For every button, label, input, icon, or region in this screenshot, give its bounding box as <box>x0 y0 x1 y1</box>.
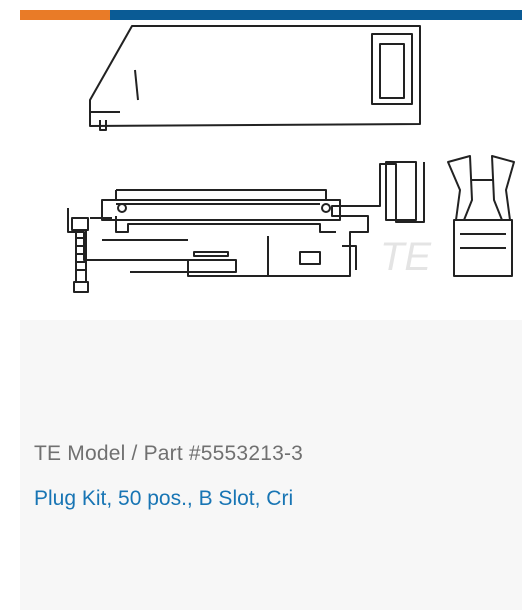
image-watermark: TE <box>380 235 432 279</box>
model-prefix: TE Model / Part # <box>34 442 201 465</box>
product-line-drawing: TE <box>67 25 515 293</box>
card-accent-bar <box>20 10 522 20</box>
product-title-link[interactable]: Plug Kit, 50 pos., B Slot, Cri <box>34 487 294 510</box>
model-line: TE Model / Part #5553213-3 <box>34 442 303 466</box>
accent-orange-segment <box>20 10 110 20</box>
product-image[interactable]: TE <box>20 20 522 320</box>
product-card[interactable]: TE TE Model / Part #5553213-3 Plug Kit, … <box>20 10 522 610</box>
part-number: 5553213-3 <box>200 442 304 465</box>
accent-blue-segment <box>110 10 522 20</box>
